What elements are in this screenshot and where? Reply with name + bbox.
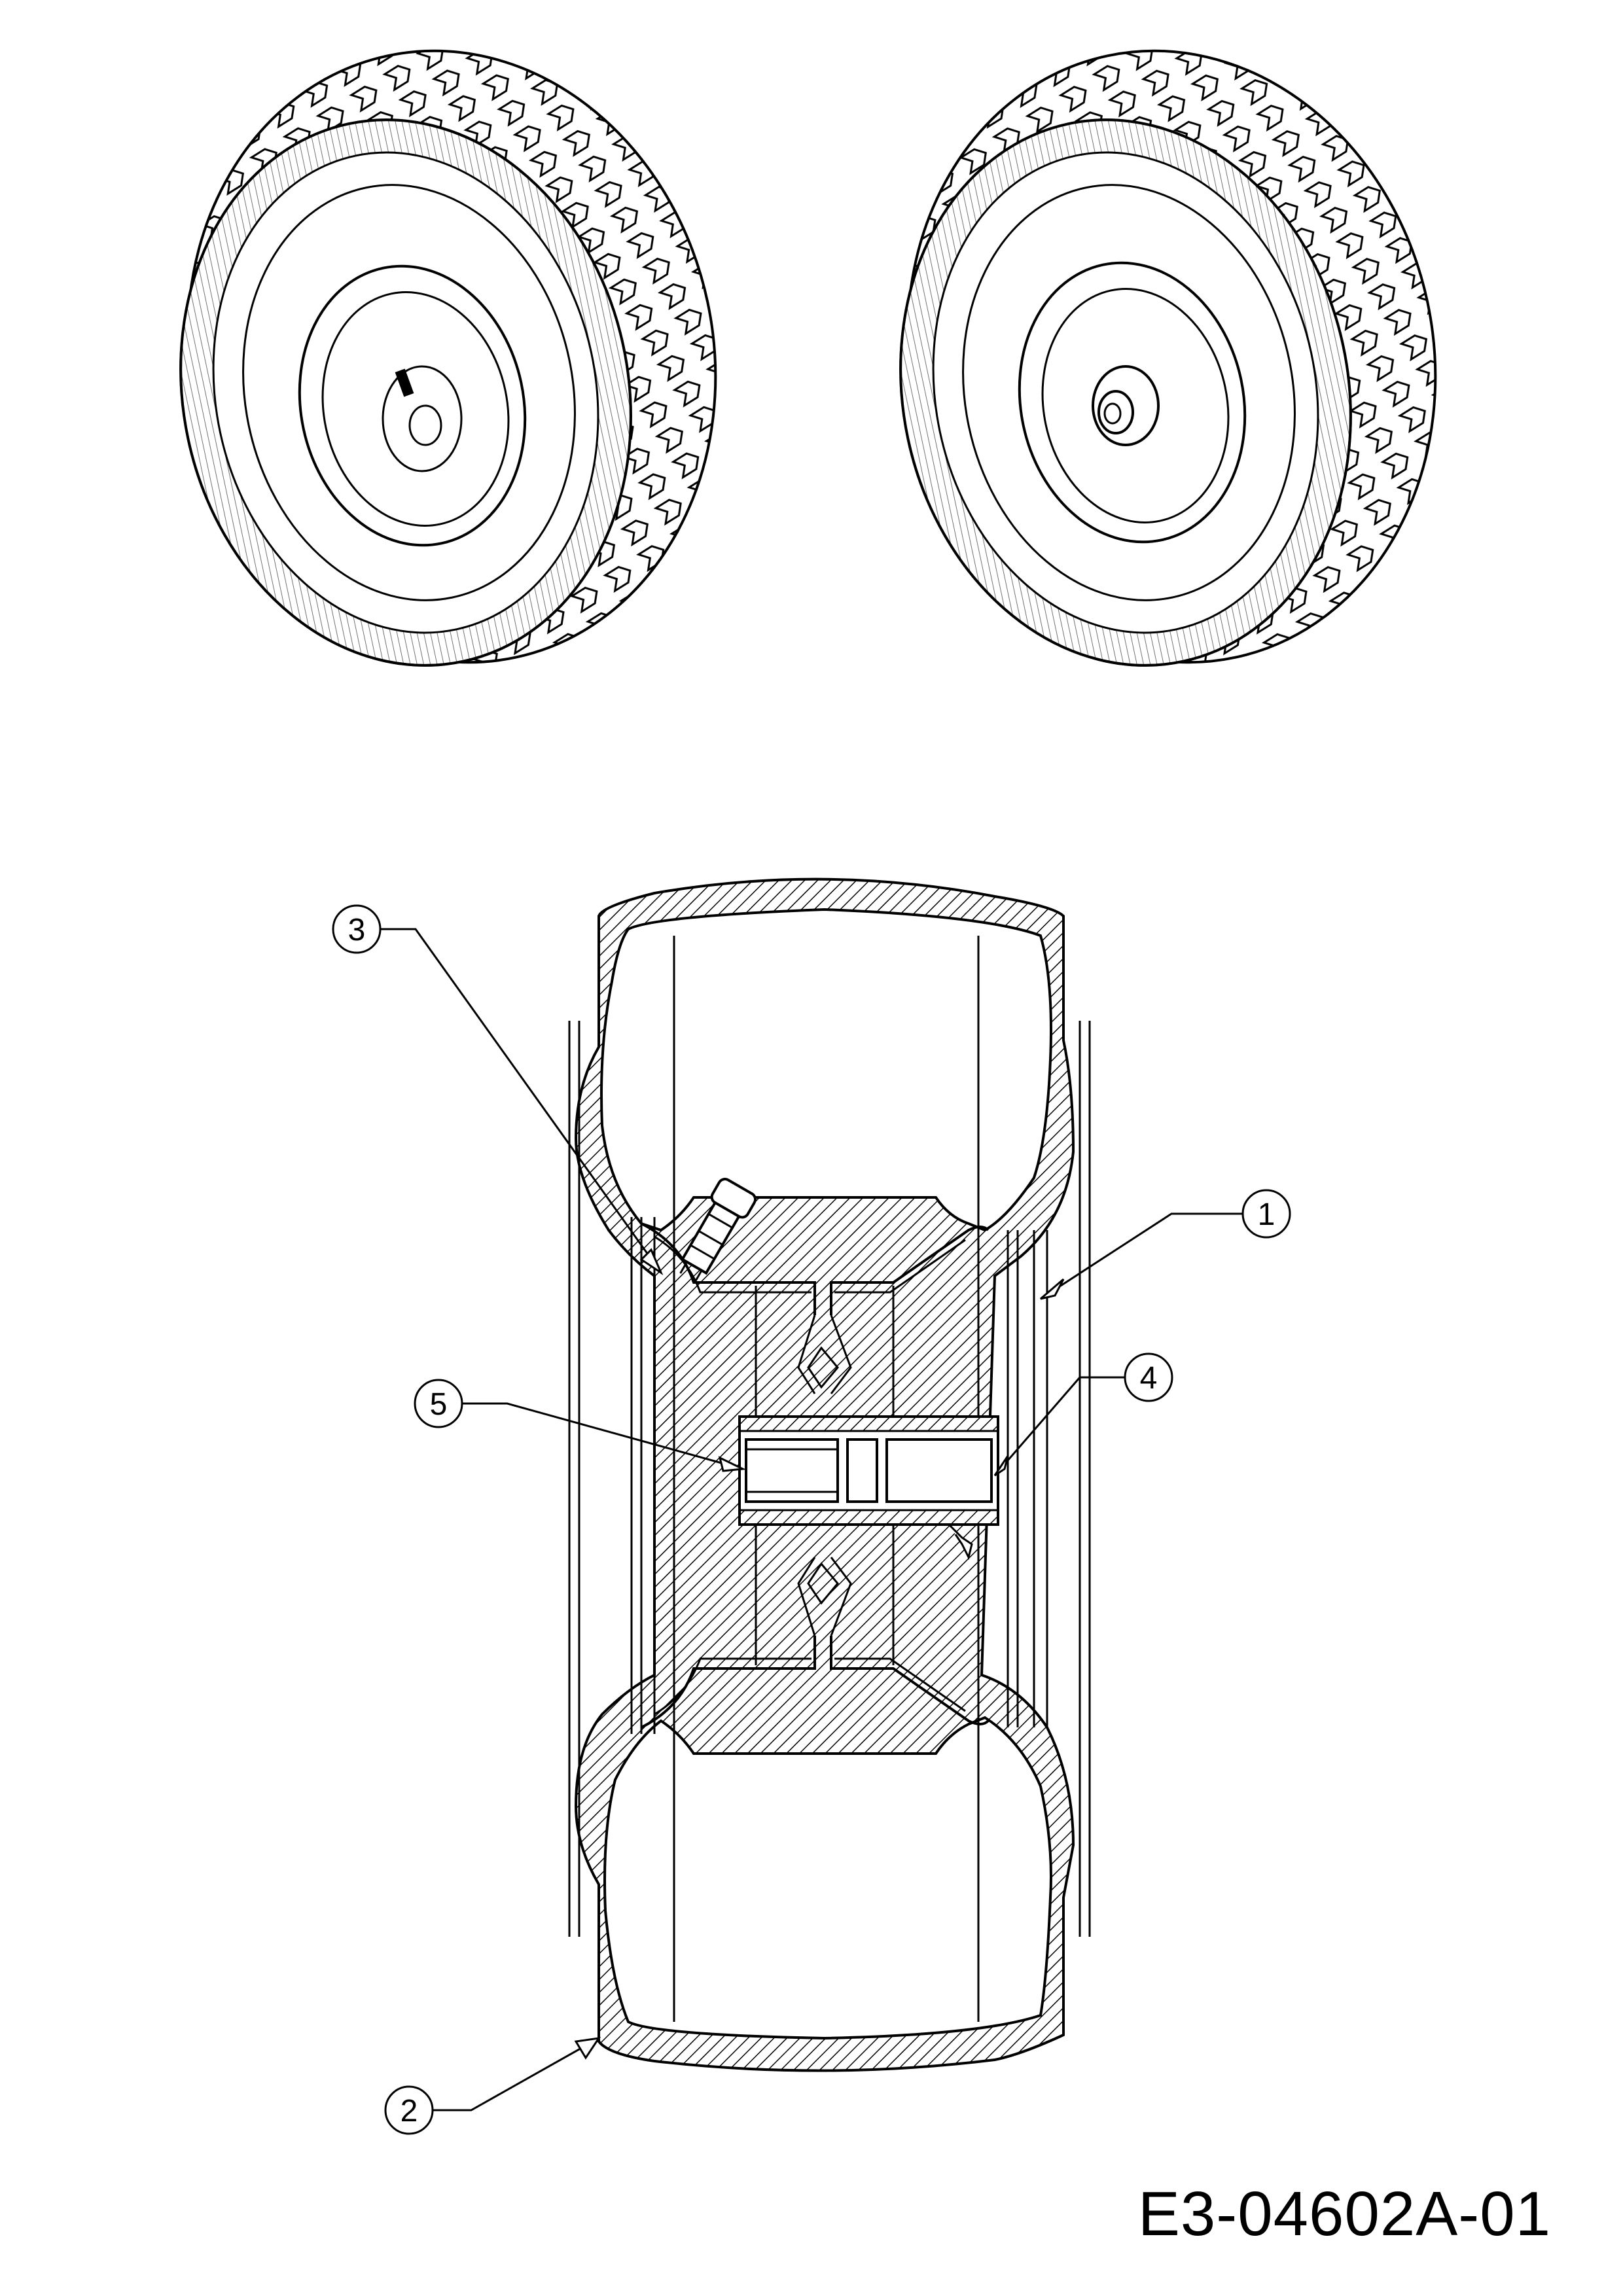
callout-3: 3 <box>332 904 382 954</box>
wheel-right-illustration <box>899 49 1437 667</box>
callout-4-label: 4 <box>1140 1361 1158 1396</box>
wheel-cross-section <box>568 877 1091 2072</box>
document-id: E3-04602A-01 <box>1137 2179 1551 2249</box>
callout-3-label: 3 <box>348 913 366 947</box>
callout-5: 5 <box>414 1379 463 1428</box>
valve-stem <box>679 1178 757 1282</box>
callout-1-label: 1 <box>1258 1197 1275 1232</box>
callout-2: 2 <box>384 2085 434 2135</box>
callout-5-label: 5 <box>430 1387 448 1422</box>
callout-4: 4 <box>1124 1352 1173 1402</box>
callout-2-label: 2 <box>401 2094 418 2128</box>
callout-leaders <box>380 928 1243 2111</box>
callout-1: 1 <box>1241 1189 1291 1239</box>
wheel-left-illustration <box>179 49 717 667</box>
hub-tube <box>738 1415 999 1561</box>
